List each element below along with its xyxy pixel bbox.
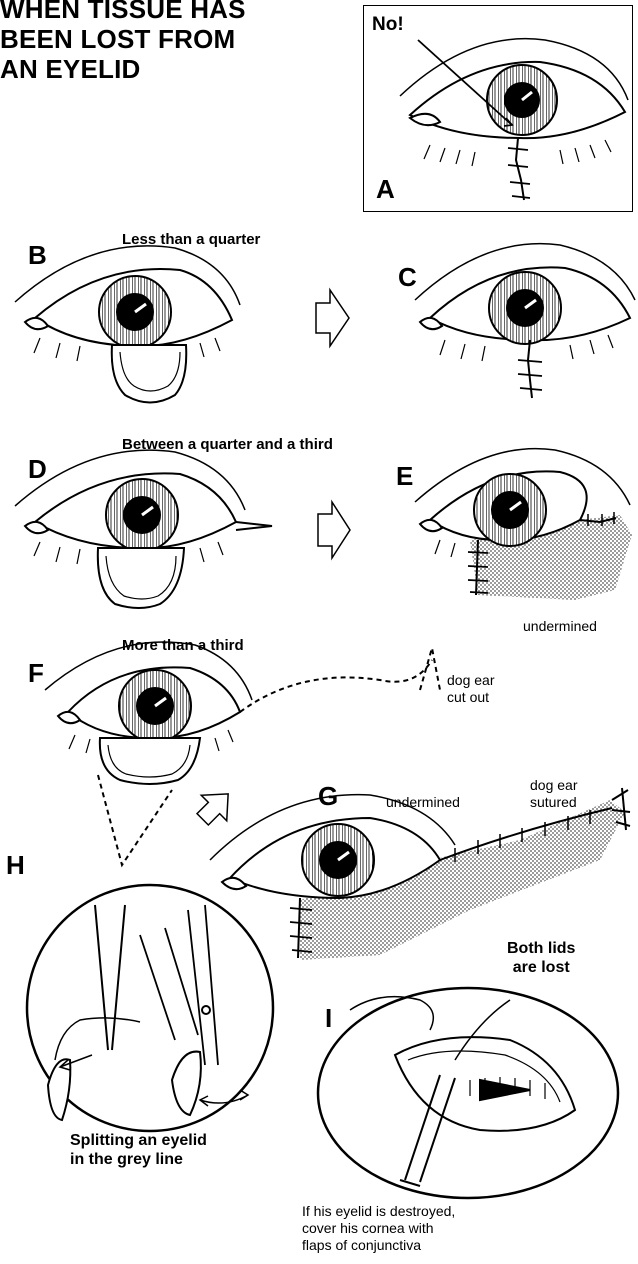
- panel-b-eye: [15, 246, 240, 403]
- panel-h-illustration: [27, 885, 273, 1131]
- arrow-b-to-c: [316, 290, 349, 346]
- panel-c-eye: [415, 244, 635, 398]
- panel-d-eye: [15, 450, 272, 608]
- panel-i-illustration: [318, 988, 618, 1198]
- arrow-d-to-e: [318, 502, 350, 558]
- panel-a-eye: [400, 39, 628, 200]
- arrow-f-to-g: [190, 781, 241, 832]
- panel-e-eye: [415, 449, 632, 600]
- panel-g-eye: [210, 788, 630, 960]
